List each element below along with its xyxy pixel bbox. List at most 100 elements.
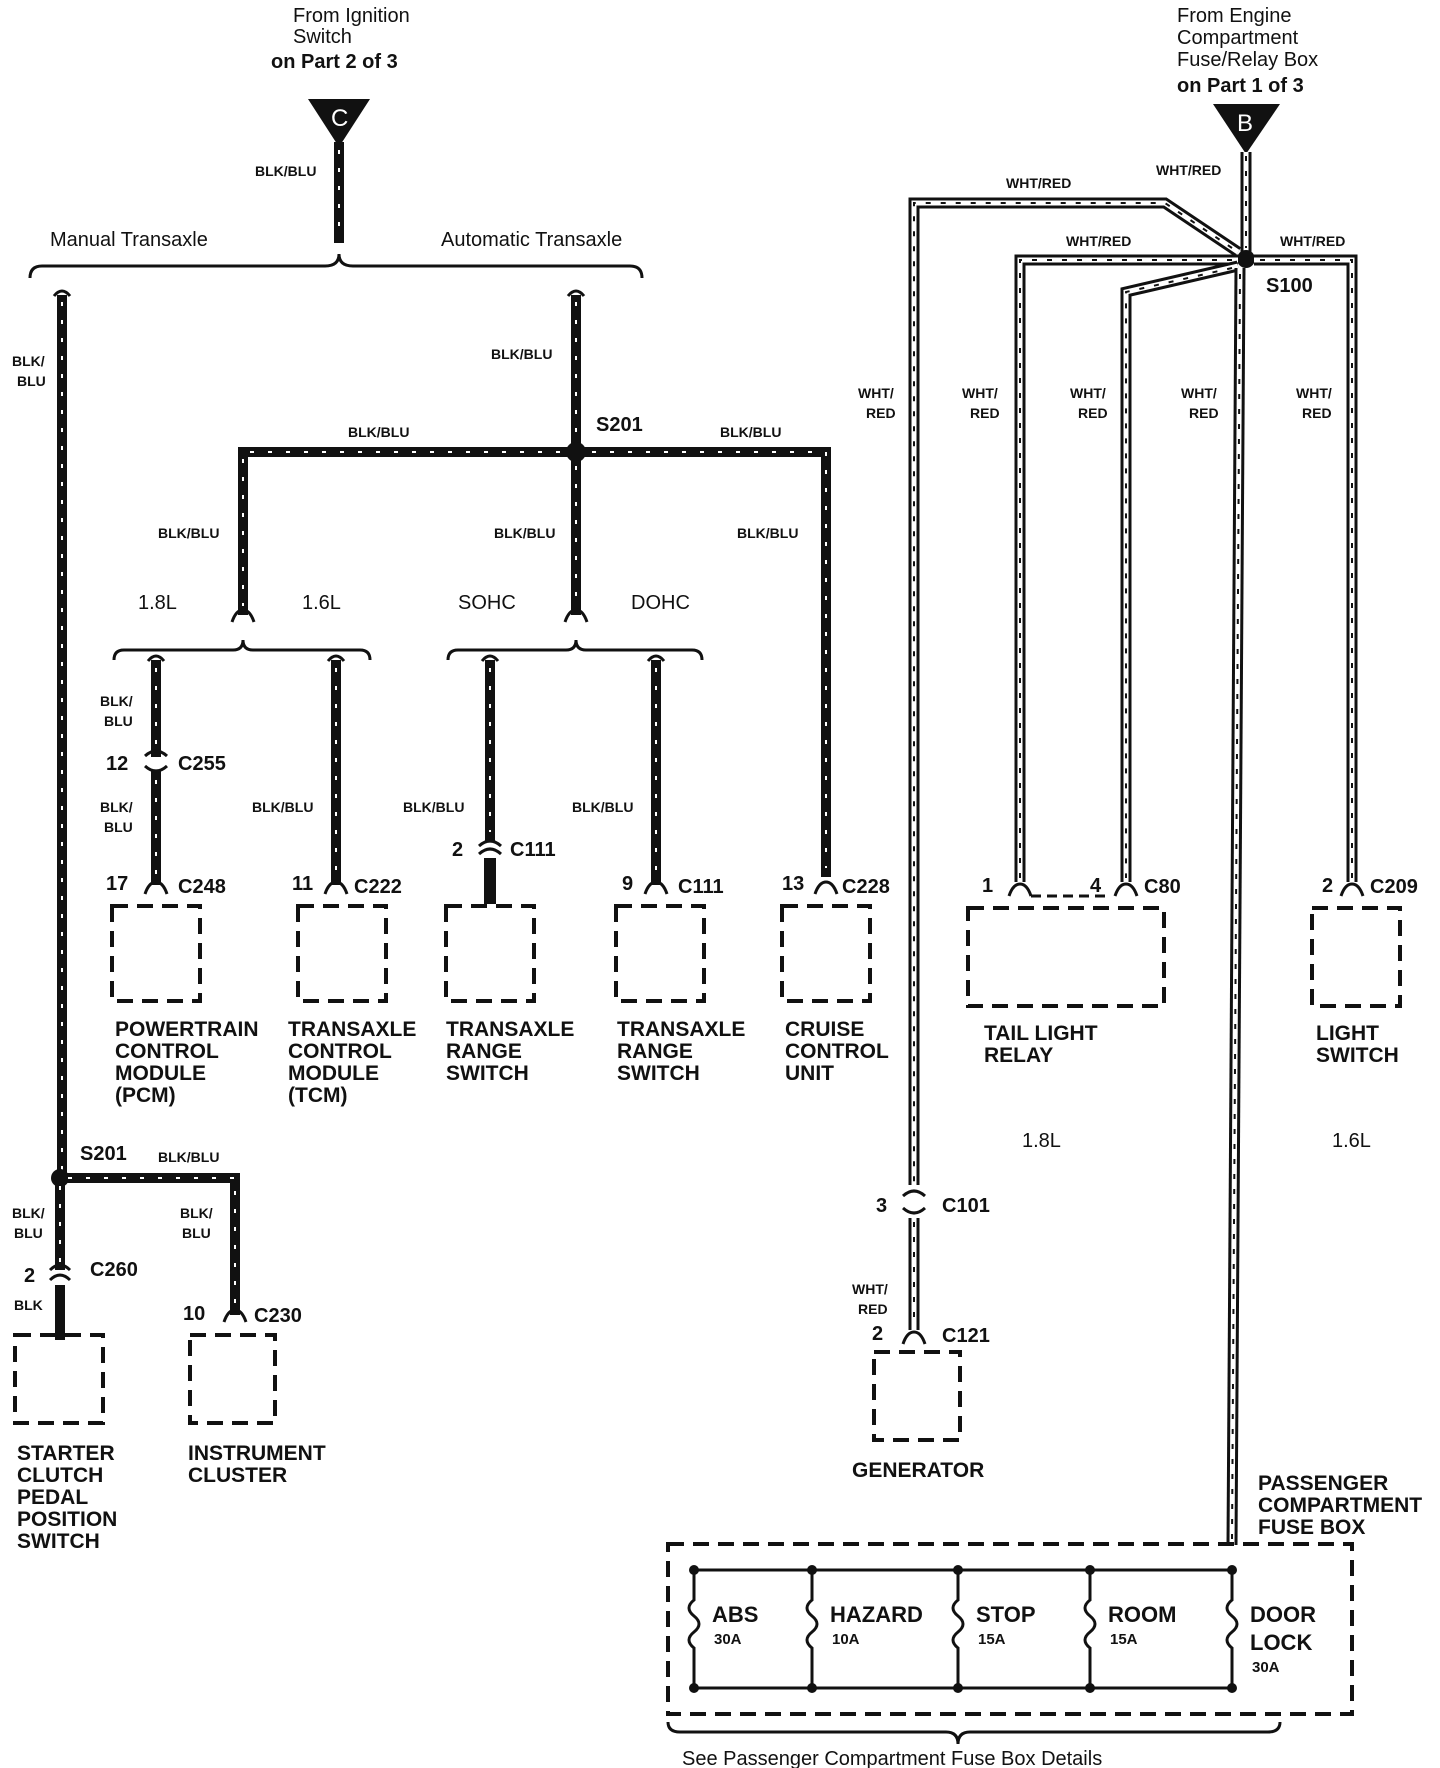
label-trs-dohc: TRANSAXLE RANGE SWITCH [617,1018,745,1085]
connector-id: C121 [942,1325,990,1347]
wire-label: RED [858,1301,888,1317]
fuse-name: ROOM [1108,1602,1176,1627]
label-pcfb: PASSENGER COMPARTMENT FUSE BOX [1258,1472,1422,1539]
wire-s100-to-relay-pin4 [1120,260,1240,882]
pin-number: 2 [24,1265,35,1287]
option-sohc: SOHC [458,592,516,614]
pin-number: 12 [106,753,128,775]
wire-label: BLK/BLU [403,799,464,815]
pin-number: 11 [292,873,313,895]
svg-text:POWERTRAIN: POWERTRAIN [115,1018,259,1041]
label-tcm: TRANSAXLE CONTROL MODULE (TCM) [288,1018,416,1107]
wire-label: WHT/RED [1066,233,1131,249]
pin-number: 17 [106,873,128,895]
svg-text:RANGE: RANGE [617,1040,693,1063]
fuse-name: HAZARD [830,1602,923,1627]
svg-text:CONTROL: CONTROL [288,1040,392,1063]
wire-hook [326,654,346,662]
option-1-8l-relay: 1.8L [1022,1130,1061,1152]
fuse-name: LOCK [1250,1630,1312,1655]
svg-text:LIGHT: LIGHT [1316,1022,1379,1045]
fuse-element-icon [1083,1570,1097,1688]
svg-text:RANGE: RANGE [446,1040,522,1063]
connector-c260-symbol [48,1263,72,1282]
label-cruise-control: CRUISE CONTROL UNIT [785,1018,889,1085]
pin-number: 2 [872,1323,883,1345]
wire-label: BLK/BLU [252,799,313,815]
wire-label: BLK/BLU [255,163,316,179]
fuse-name: DOOR [1250,1602,1316,1627]
terminal-hook [1007,882,1033,897]
splice-label: S201 [80,1143,127,1165]
fuse-rating: 30A [714,1631,742,1648]
pin-number: 3 [876,1195,887,1217]
svg-text:Switch: Switch [293,26,352,48]
fuse-name: ABS [712,1602,758,1627]
svg-text:CLUSTER: CLUSTER [188,1464,287,1487]
svg-text:SWITCH: SWITCH [617,1062,700,1085]
connector-c255-symbol [143,749,169,773]
svg-text:TAIL LIGHT: TAIL LIGHT [984,1022,1098,1045]
label-starter-switch: STARTER CLUTCH PEDAL POSITION SWITCH [17,1442,117,1553]
svg-text:on Part 2 of 3: on Part 2 of 3 [271,51,398,73]
component-starter-switch [13,1333,105,1425]
svg-text:(PCM): (PCM) [115,1084,176,1107]
svg-text:CONTROL: CONTROL [115,1040,219,1063]
wire-s100-to-relay-pin1 [1014,254,1238,882]
terminal-hook [143,880,169,895]
wire-label: BLU [104,713,133,729]
wire-label: BLK/BLU [720,424,781,440]
svg-text:MODULE: MODULE [288,1062,379,1085]
label-trs-sohc: TRANSAXLE RANGE SWITCH [446,1018,574,1085]
fuse-hazard: HAZARD 10A [805,1565,923,1693]
svg-text:PEDAL: PEDAL [17,1486,88,1509]
wire-hook [230,608,256,623]
wire-s100-to-fuse-box [1226,267,1246,1546]
connector-id: C111 [678,876,724,898]
footer-note: See Passenger Compartment Fuse Box Detai… [682,1748,1102,1768]
pin-number: 1 [982,875,993,897]
terminal-hook [1113,882,1139,897]
fuse-terminal [1085,1565,1095,1575]
fuse-terminal [807,1565,817,1575]
option-brace-transaxle [28,253,644,279]
component-tail-light-relay [966,906,1166,1008]
wire-label: WHT/ [852,1281,888,1297]
connector-id: C101 [942,1195,990,1217]
svg-text:RELAY: RELAY [984,1044,1053,1067]
wire-label: BLU [14,1225,43,1241]
wire-s201-left [238,447,571,615]
source-b-triangle [1213,104,1280,154]
component-pcm [110,904,202,1003]
label-light-switch: LIGHT SWITCH [1316,1022,1399,1067]
svg-text:TRANSAXLE: TRANSAXLE [617,1018,745,1041]
fuse-terminal [807,1683,817,1693]
svg-text:UNIT: UNIT [785,1062,834,1085]
wire-label: BLK/ [180,1205,213,1221]
svg-text:Compartment: Compartment [1177,27,1299,49]
pin-number: 2 [1322,875,1333,897]
connector-id: C209 [1370,876,1418,898]
svg-text:INSTRUMENT: INSTRUMENT [188,1442,326,1465]
svg-text:TRANSAXLE: TRANSAXLE [446,1018,574,1041]
connector-id: C248 [178,876,226,898]
wire-label: WHT/ [962,385,998,401]
source-c-note: From Ignition Switch on Part 2 of 3 [271,5,410,73]
source-c-letter: C [331,105,348,132]
splice-label: S201 [596,414,643,436]
fuse-element-icon [805,1570,819,1688]
svg-text:Fuse/Relay Box: Fuse/Relay Box [1177,49,1318,71]
wire-hook [480,654,500,662]
wire-hook [52,289,72,297]
wire-label: RED [1189,405,1219,421]
pin-number: 13 [782,873,804,895]
wire-label: BLK/ [12,1205,45,1221]
terminal-hook [901,1330,927,1345]
svg-text:SWITCH: SWITCH [1316,1044,1399,1067]
connector-id: C255 [178,753,226,775]
svg-text:From Engine: From Engine [1177,5,1292,27]
fuse-rating: 10A [832,1631,860,1648]
